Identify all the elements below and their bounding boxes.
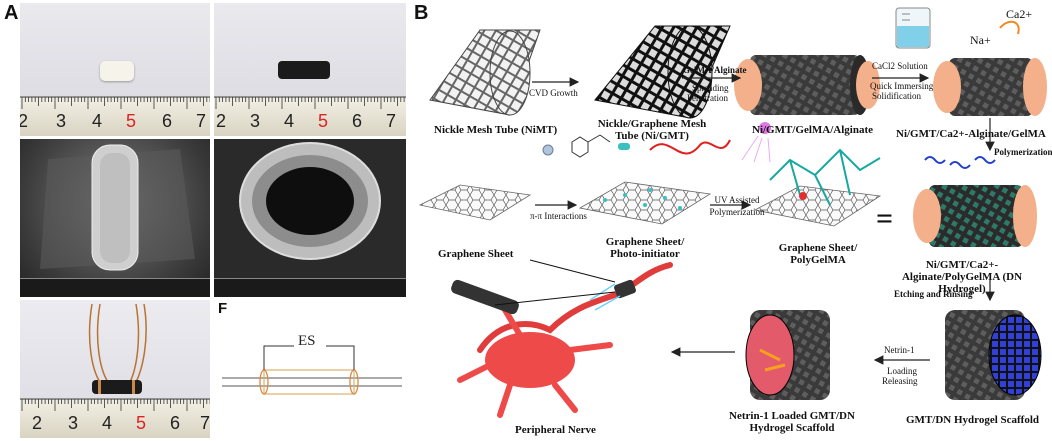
graphene-polygelma-illustration [753,185,882,227]
ruler-number: 2 [216,111,227,131]
ruler-number: 5 [318,111,329,131]
ruler-number: 6 [352,111,363,131]
label-polymerization: Polymerization [994,147,1052,157]
ruler-number: 4 [284,111,295,131]
peripheral-nerve-illustration [457,262,673,418]
black-tube-sample [278,61,330,79]
ruler-number: 2 [20,111,29,131]
label-na-ion: Na+ [970,33,991,47]
es-label: ES [298,333,316,349]
uv-wave [924,156,946,164]
ruler-number: 3 [250,111,261,131]
photo-black-tube-on-ruler: 2 3 4 5 6 7 [214,3,406,136]
label-netrin: Netrin-1 [884,345,915,355]
sem-image-tube-side [20,139,210,297]
label-pi-interaction: π-π Interactions [530,211,587,221]
photoinitiator-dots [603,188,682,210]
ruler: 2 3 4 5 6 7 [20,398,210,438]
nickel-mesh-tube-illustration [429,29,541,116]
scaffold-zoom-illustration [451,259,616,315]
ruler-number: 5 [136,413,147,433]
label-releasing: Releasing [882,376,918,386]
ruler-number: 6 [162,111,173,131]
ruler-number: 2 [32,413,43,433]
label-nerve: Peripheral Nerve [515,424,596,436]
crosslinked-tube-illustration [933,58,1047,116]
ruler-number: 5 [126,111,137,131]
netrin-loaded-scaffold-illustration [745,310,830,400]
graphene-mesh-tube-illustration [594,25,731,119]
label-cvd: CVD Growth [529,88,578,98]
ruler-number: 7 [386,111,397,131]
sem-image-tube-cross-section [214,139,406,297]
label-ni-gmt-ca: Ni/GMT/Ca2+-Alginate/GelMA [896,128,1046,140]
gelma-chain [649,139,731,155]
white-tube-sample [100,61,134,81]
ruler-number: 7 [200,413,210,433]
sem-info-bar [214,278,406,297]
label-uv: UV Assisted Polymerization [709,195,765,217]
ruler-number: 4 [102,413,113,433]
label-ca-ion: Ca2+ [1006,7,1033,21]
label-gmt-dn: GMT/DN Hydrogel Scaffold [906,414,1040,426]
label-ni-gmt-gelma: Ni/GMT/GelMA/Alginate [752,124,873,136]
label-nigmt: Nickle/Graphene Mesh Tube (Ni/GMT) [597,118,707,142]
label-gs-poly: Graphene Sheet/ PolyGelMA [778,242,858,266]
photo-tube-with-electrodes: 2 3 4 5 6 7 [20,300,210,438]
panel-a-label: A [4,2,19,24]
ruler-number: 3 [68,413,79,433]
label-penetration: Penetration [687,93,728,103]
electrical-stimulation-schematic [222,345,402,395]
label-solid: Solidification [872,91,921,101]
cacl2-beaker-illustration [895,7,931,49]
sem-info-bar [20,278,210,297]
label-spreading: Spreading [692,83,729,93]
label-quick: Quick Immersing [870,81,934,91]
label-dn: Ni/GMT/Ca2+-Alginate/PolyGelMA (DN Hydro… [901,259,1023,295]
ruler-number: 3 [56,111,67,131]
photoinitiator-structure [571,134,611,158]
label-nimt: Nickle Mesh Tube (NiMT) [434,124,558,136]
dn-hydrogel-tube-illustration [913,185,1037,247]
photo-white-tube-on-ruler: 2 3 4 5 6 7 [20,3,210,136]
ruler: 2 3 4 5 6 7 [20,96,210,136]
ion-exchange-arrow [999,20,1020,35]
ruler-number: 6 [170,413,181,433]
label-loading: Loading [887,366,917,376]
ruler: 2 3 4 5 6 7 [214,96,406,136]
label-gs-photo: Graphene Sheet/ Photo-initiator [605,236,685,260]
label-cacl2: CaCl2 Solution [872,61,928,71]
label-gelma-alginate: GelMA/Alginate [683,65,747,75]
ruler-number: 4 [92,111,103,131]
label-graphene-sheet: Graphene Sheet [438,248,514,260]
panel-b-diagram [418,7,1047,418]
panel-f-label: F [218,300,228,317]
panel-b-label: B [414,2,429,24]
gelma-coated-tube-illustration [734,55,880,115]
label-equals: = [876,202,894,235]
polygelma-network [769,148,881,206]
label-netrin-loaded: Netrin-1 Loaded GMT/DN Hydrogel Scaffold [729,410,855,434]
gmt-dn-scaffold-illustration [945,310,1042,400]
ruler-number: 7 [196,111,207,131]
label-etching: Etching and Rinsing [894,289,973,299]
graphene-sheet-illustration [418,184,532,221]
